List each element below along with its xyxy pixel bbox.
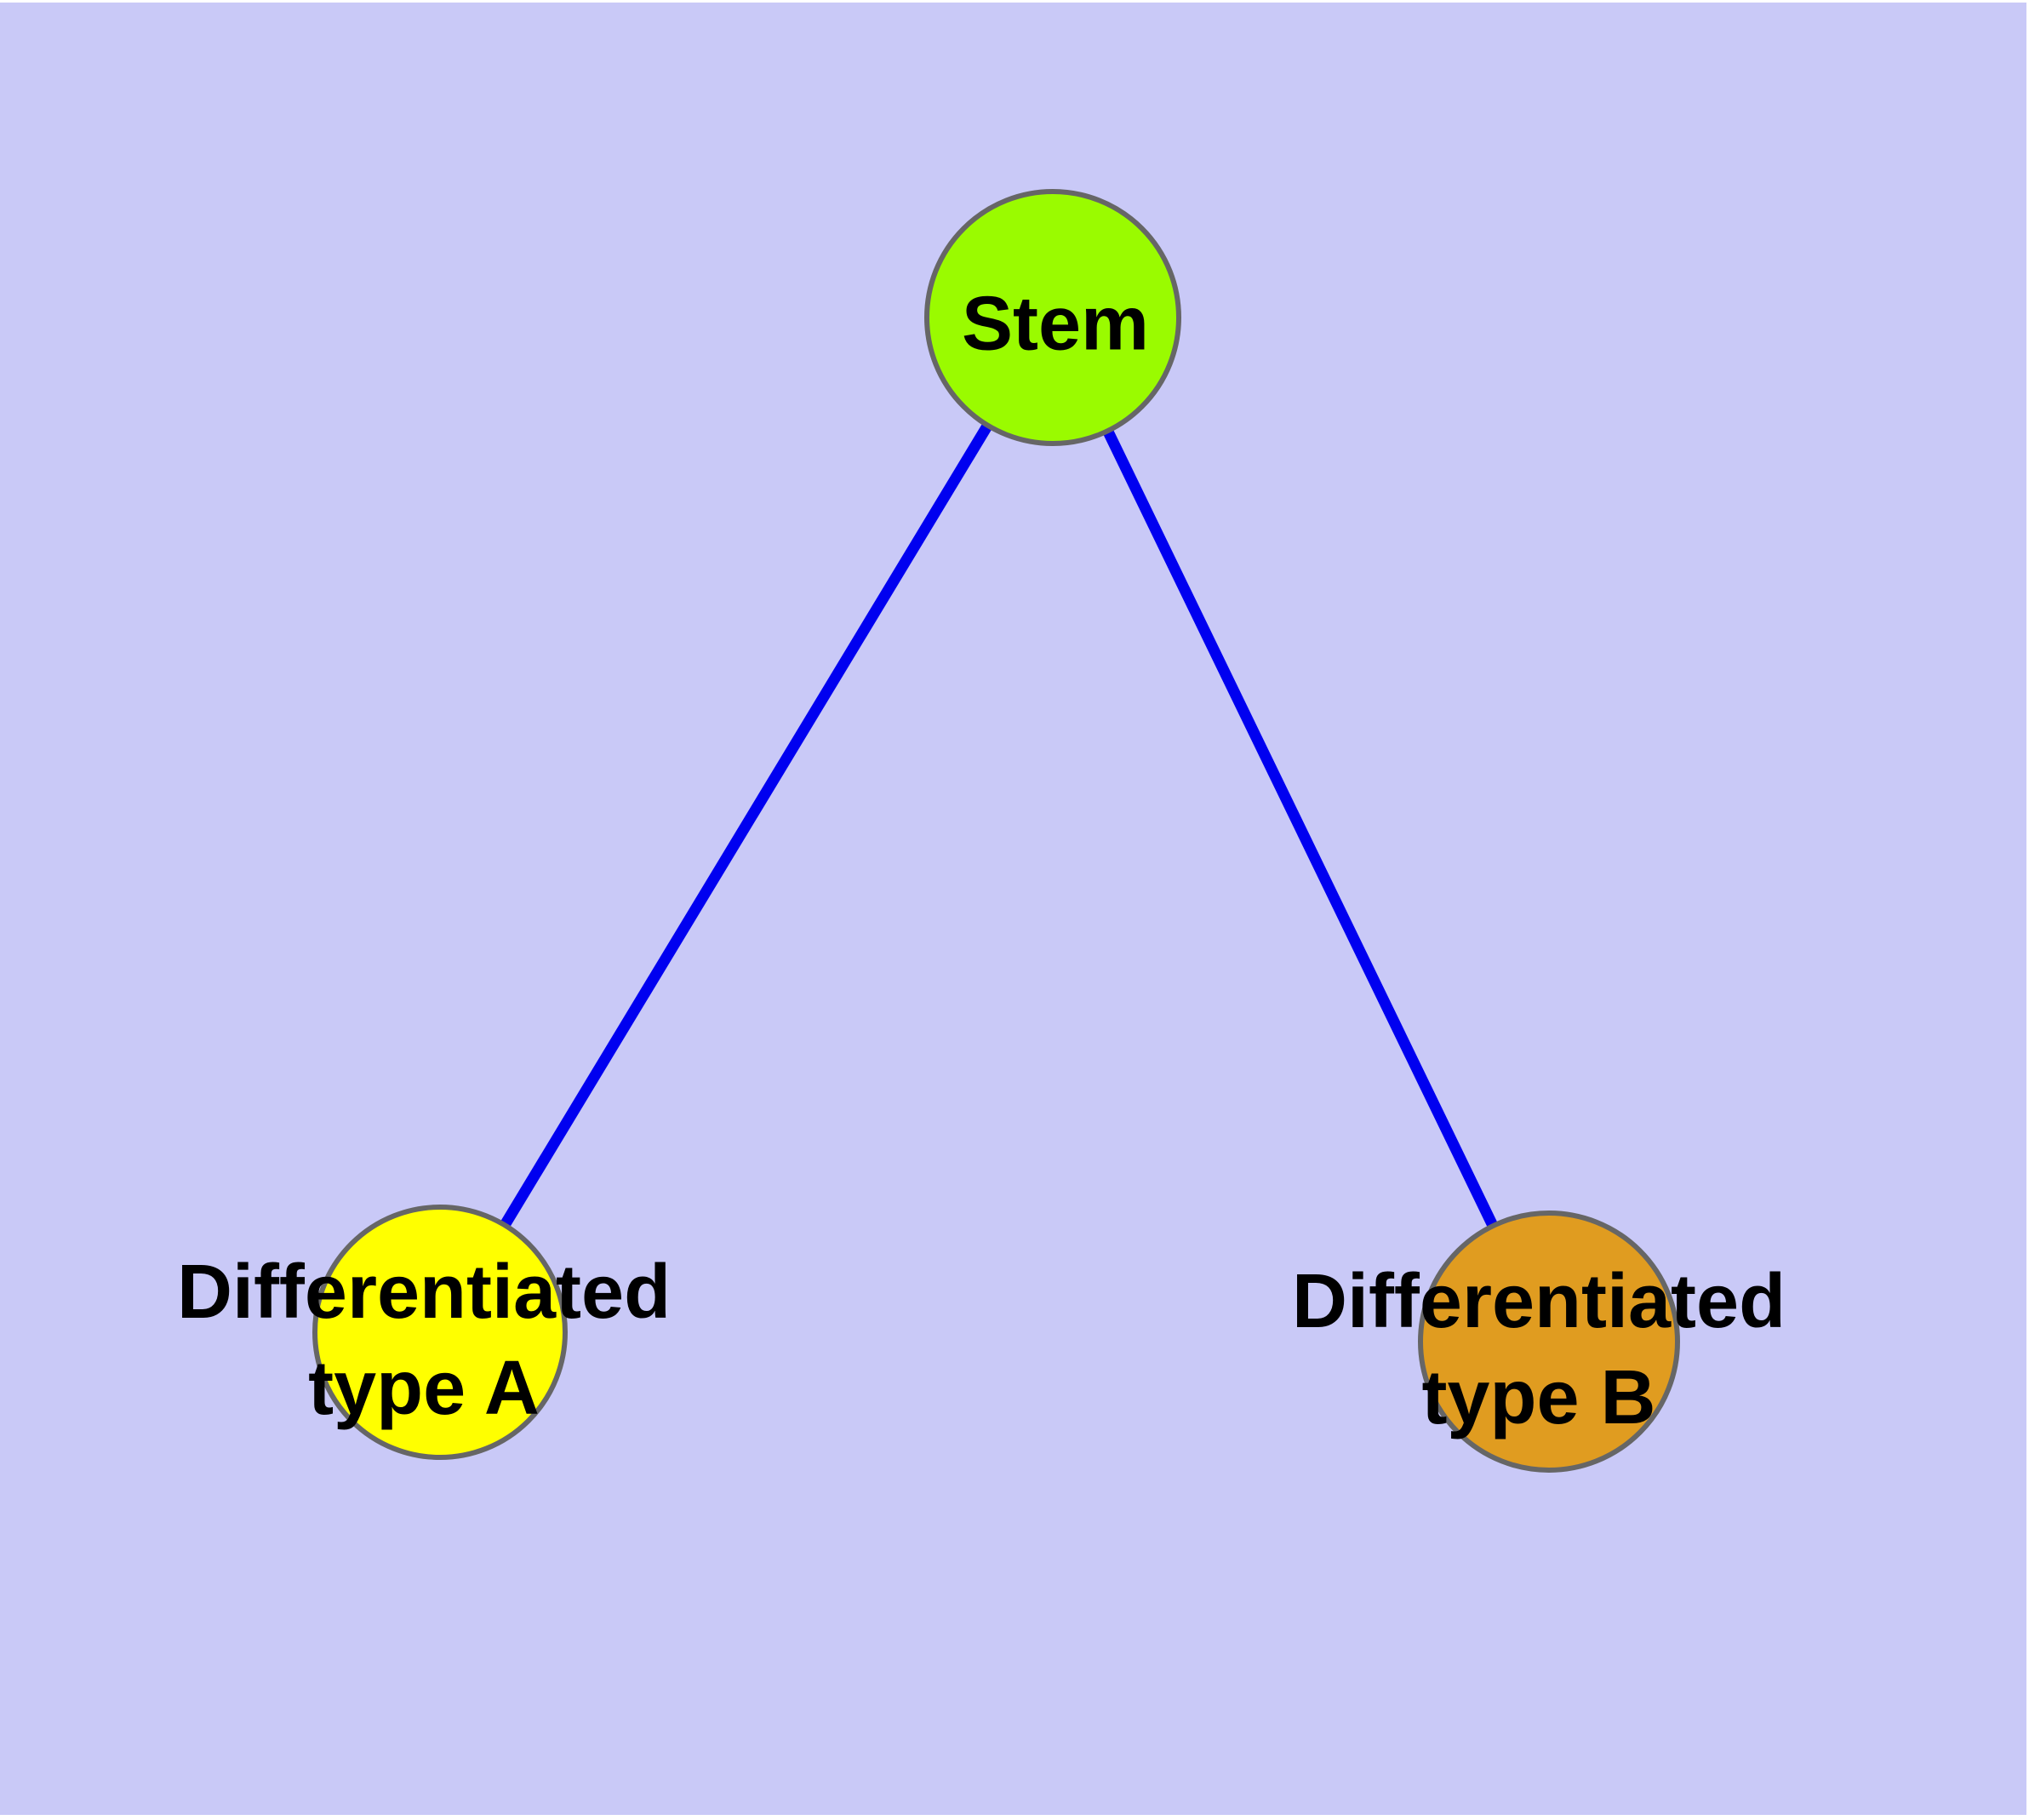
node-type-a-circle — [312, 1205, 568, 1460]
edge-stem-to-type-a — [435, 314, 1058, 1336]
node-stem-circle — [924, 189, 1181, 446]
diagram-canvas: Stem Differentiated type A Differentiate… — [0, 3, 2026, 1815]
node-stem-label: Stem — [961, 281, 1150, 367]
node-type-a-label: Differentiated type A — [176, 1250, 672, 1431]
node-type-b-label: Differentiated type B — [1291, 1259, 1786, 1440]
edge-stem-to-type-b — [1048, 315, 1554, 1344]
graph-figure — [312, 189, 1680, 1473]
node-type-b-circle — [1418, 1210, 1680, 1473]
